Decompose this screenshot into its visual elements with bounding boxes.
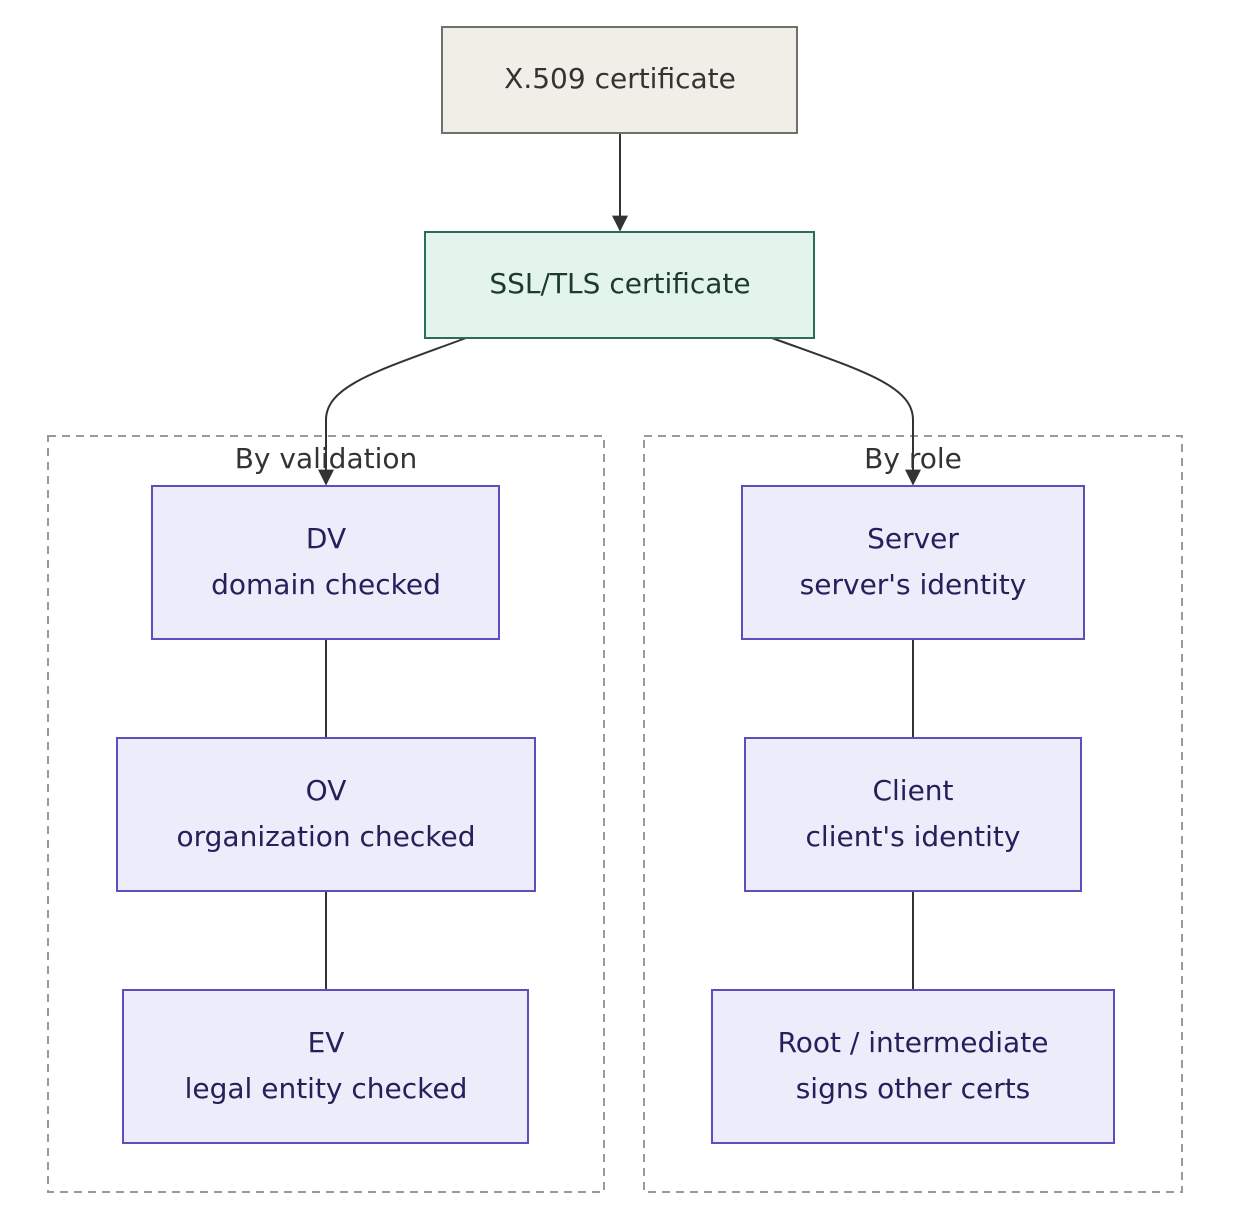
edges (318, 133, 921, 990)
node-ev-title: EV (308, 1026, 345, 1059)
node-ov-title: OV (306, 774, 347, 807)
node-client-box (744, 737, 1082, 892)
node-server: Server server's identity (741, 485, 1085, 640)
node-ev-description: legal entity checked (185, 1072, 468, 1105)
node-dv-box (151, 485, 500, 640)
node-ev: EV legal entity checked (122, 989, 529, 1144)
edge-ssl-to-dv (318, 337, 467, 486)
node-ssl-box (424, 231, 815, 339)
node-ov-description: organization checked (177, 820, 476, 853)
node-root-box (711, 989, 1115, 1144)
node-x509-certificate: X.509 certificate (441, 26, 798, 134)
node-x509-box (441, 26, 798, 134)
node-dv-description: domain checked (211, 568, 441, 601)
node-client-title: Client (872, 774, 953, 807)
node-client-description: client's identity (806, 820, 1021, 853)
node-dv: DV domain checked (151, 485, 500, 640)
node-dv-title: DV (306, 522, 346, 555)
node-ov-box (116, 737, 536, 892)
node-server-box (741, 485, 1085, 640)
node-root-intermediate: Root / intermediate signs other certs (711, 989, 1115, 1144)
node-ev-box (122, 989, 529, 1144)
node-x509-label: X.509 certificate (504, 62, 736, 95)
node-root-description: signs other certs (796, 1072, 1031, 1105)
group-by-validation-frame (47, 435, 605, 1193)
node-client: Client client's identity (744, 737, 1082, 892)
edge-ssl-to-server (771, 337, 921, 486)
node-ssl-label: SSL/TLS certificate (489, 267, 750, 300)
group-by-validation-title: By validation (235, 442, 418, 475)
node-root-title: Root / intermediate (778, 1026, 1049, 1059)
group-by-role-title: By role (864, 442, 962, 475)
group-by-validation (47, 435, 605, 1193)
node-server-title: Server (867, 522, 959, 555)
node-server-description: server's identity (800, 568, 1027, 601)
node-ssl-tls-certificate: SSL/TLS certificate (424, 231, 815, 339)
node-ov: OV organization checked (116, 737, 536, 892)
